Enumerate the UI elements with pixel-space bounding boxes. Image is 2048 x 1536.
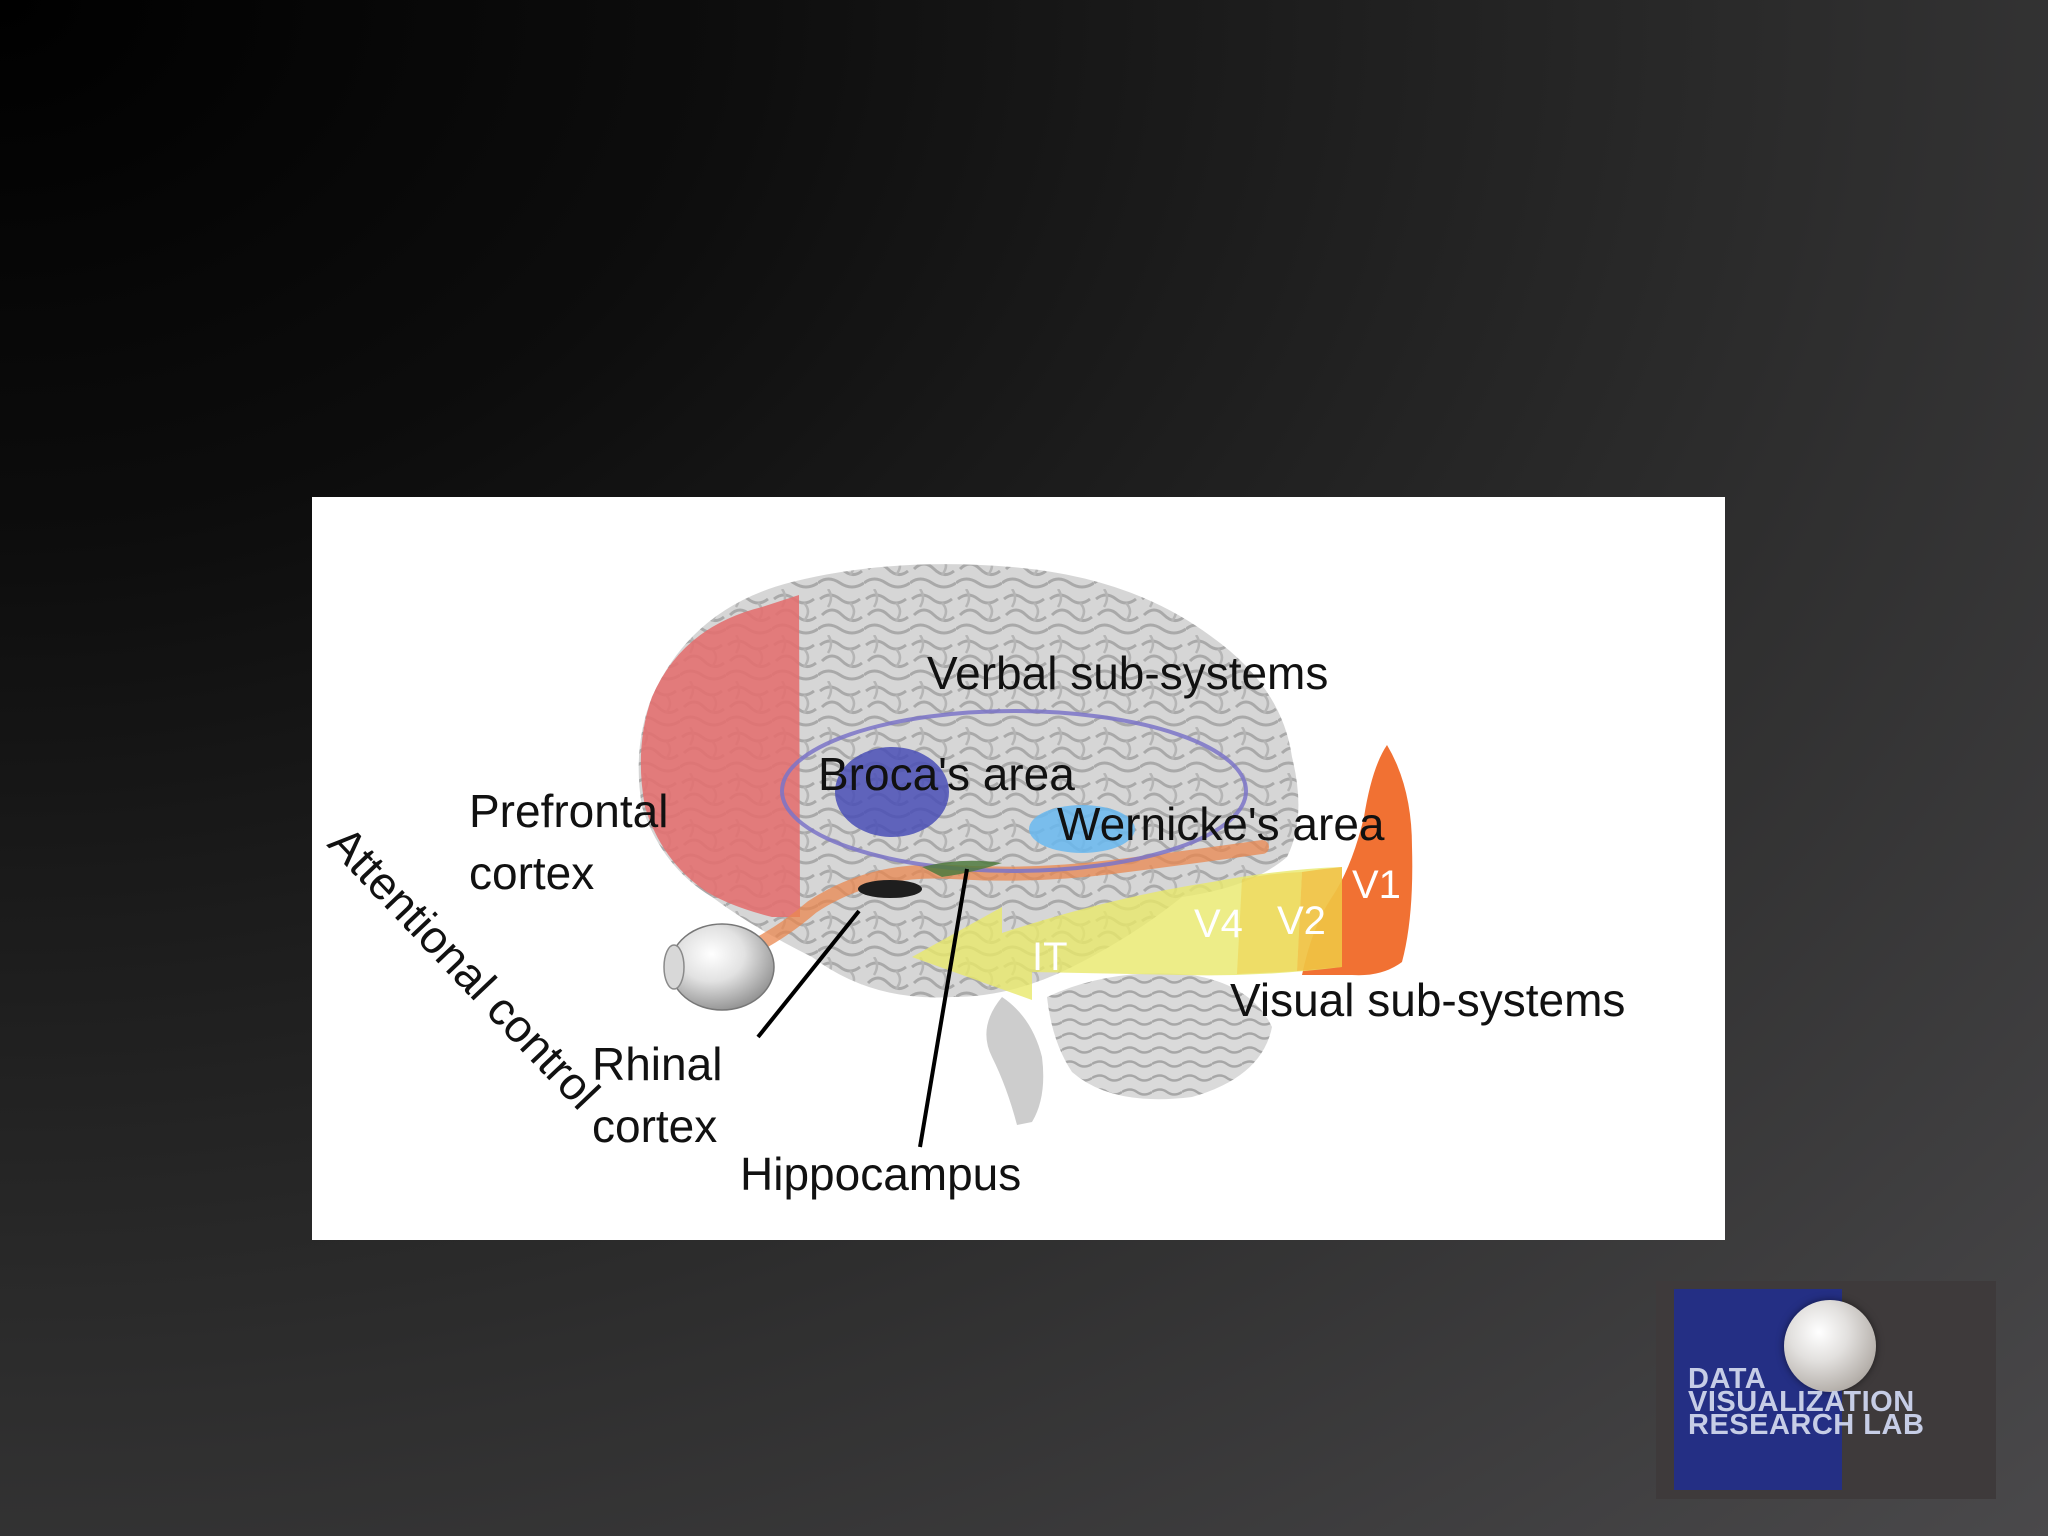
v1-label: V1 [1352, 863, 1401, 907]
brainstem-shape [986, 997, 1043, 1125]
verbal-subsystems-label: Verbal sub-systems [927, 647, 1328, 699]
broca-area-label: Broca's area [818, 748, 1075, 800]
prefrontal-label-line1: Prefrontal [469, 785, 668, 837]
logo-line-research-lab: RESEARCH LAB [1688, 1414, 1924, 1437]
v2-label: V2 [1277, 899, 1326, 943]
brain-diagram: Verbal sub-systems Broca's area Wernicke… [312, 497, 1725, 1240]
eye-shape [670, 924, 774, 1010]
rhinal-label-line2: cortex [592, 1100, 717, 1152]
wernicke-area-label: Wernicke's area [1057, 798, 1385, 850]
v4-label: V4 [1194, 902, 1243, 946]
rhinal-label-line1: Rhinal [592, 1038, 722, 1090]
logo-text: DATA VISUALIZATION RESEARCH LAB [1688, 1368, 1924, 1437]
it-label: IT [1032, 935, 1068, 979]
visual-subsystems-label: Visual sub-systems [1230, 974, 1625, 1026]
hippocampus-label: Hippocampus [740, 1148, 1021, 1200]
lab-logo: DATA VISUALIZATION RESEARCH LAB [1656, 1281, 1996, 1499]
prefrontal-label-line2: cortex [469, 847, 594, 899]
eye-lens-shape [664, 945, 684, 989]
prefrontal-region [641, 595, 800, 917]
brain-diagram-panel: Verbal sub-systems Broca's area Wernicke… [312, 497, 1725, 1240]
rhinal-cortex-shape [858, 880, 922, 898]
